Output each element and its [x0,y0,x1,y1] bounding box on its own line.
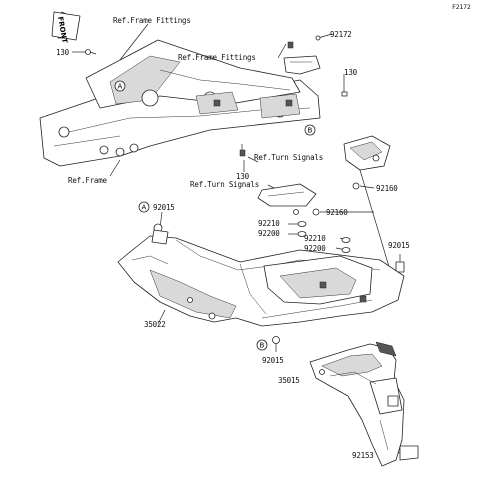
callout-a-mid-text: A [142,204,147,212]
front-arrow-icon: FRONT [51,11,81,44]
bolt-130-right [341,91,348,97]
label-ref-frame: Ref.Frame [68,176,107,185]
callout-b-top: B [304,124,316,136]
callout-b-bottom: B [256,339,268,351]
label-130-mid: 130 [236,172,249,181]
callout-a-top-text: A [118,83,123,91]
turn-signal-bracket-right [343,135,391,190]
label-92200-a: 92200 [258,229,280,238]
callout-b-bottom-text: B [260,342,265,350]
label-92015-right: 92015 [388,241,410,250]
label-ref-frame-fittings-left: Ref.Frame Fittings [113,16,191,25]
bolt-130-left [85,49,97,55]
label-92210-a: 92210 [258,219,280,228]
sub-frame [39,39,321,167]
label-35022: 35022 [144,320,166,329]
label-92160-b: 92160 [326,208,348,217]
label-92172: 92172 [330,30,352,39]
inner-fender-35022 [117,229,405,327]
label-ref-frame-fittings-right: Ref.Frame Fittings [178,53,256,62]
rear-fender-35015 [309,341,419,467]
label-ref-turn-signals-right: Ref.Turn Signals [254,153,324,162]
label-92015-bottom: 92015 [262,356,284,365]
callout-b-top-text: B [308,127,313,135]
callout-a-top: A [114,80,126,92]
label-92210-b: 92210 [304,234,326,243]
bolt-130-mid [239,144,246,157]
label-35015: 35015 [278,376,300,385]
label-130-right: 130 [344,68,357,77]
label-92160-a: 92160 [376,184,398,193]
label-92153: 92153 [352,451,374,460]
label-92200-b: 92200 [304,244,326,253]
label-ref-turn-signals-left: Ref.Turn Signals [190,180,260,189]
callout-a-mid: A [138,201,150,213]
label-92015-top: 92015 [153,203,175,212]
label-130-left: 130 [56,48,69,57]
figure-code: F2172 [452,3,471,11]
frame-fitting-bracket [283,35,321,75]
turn-signal-bracket-left [257,183,320,216]
